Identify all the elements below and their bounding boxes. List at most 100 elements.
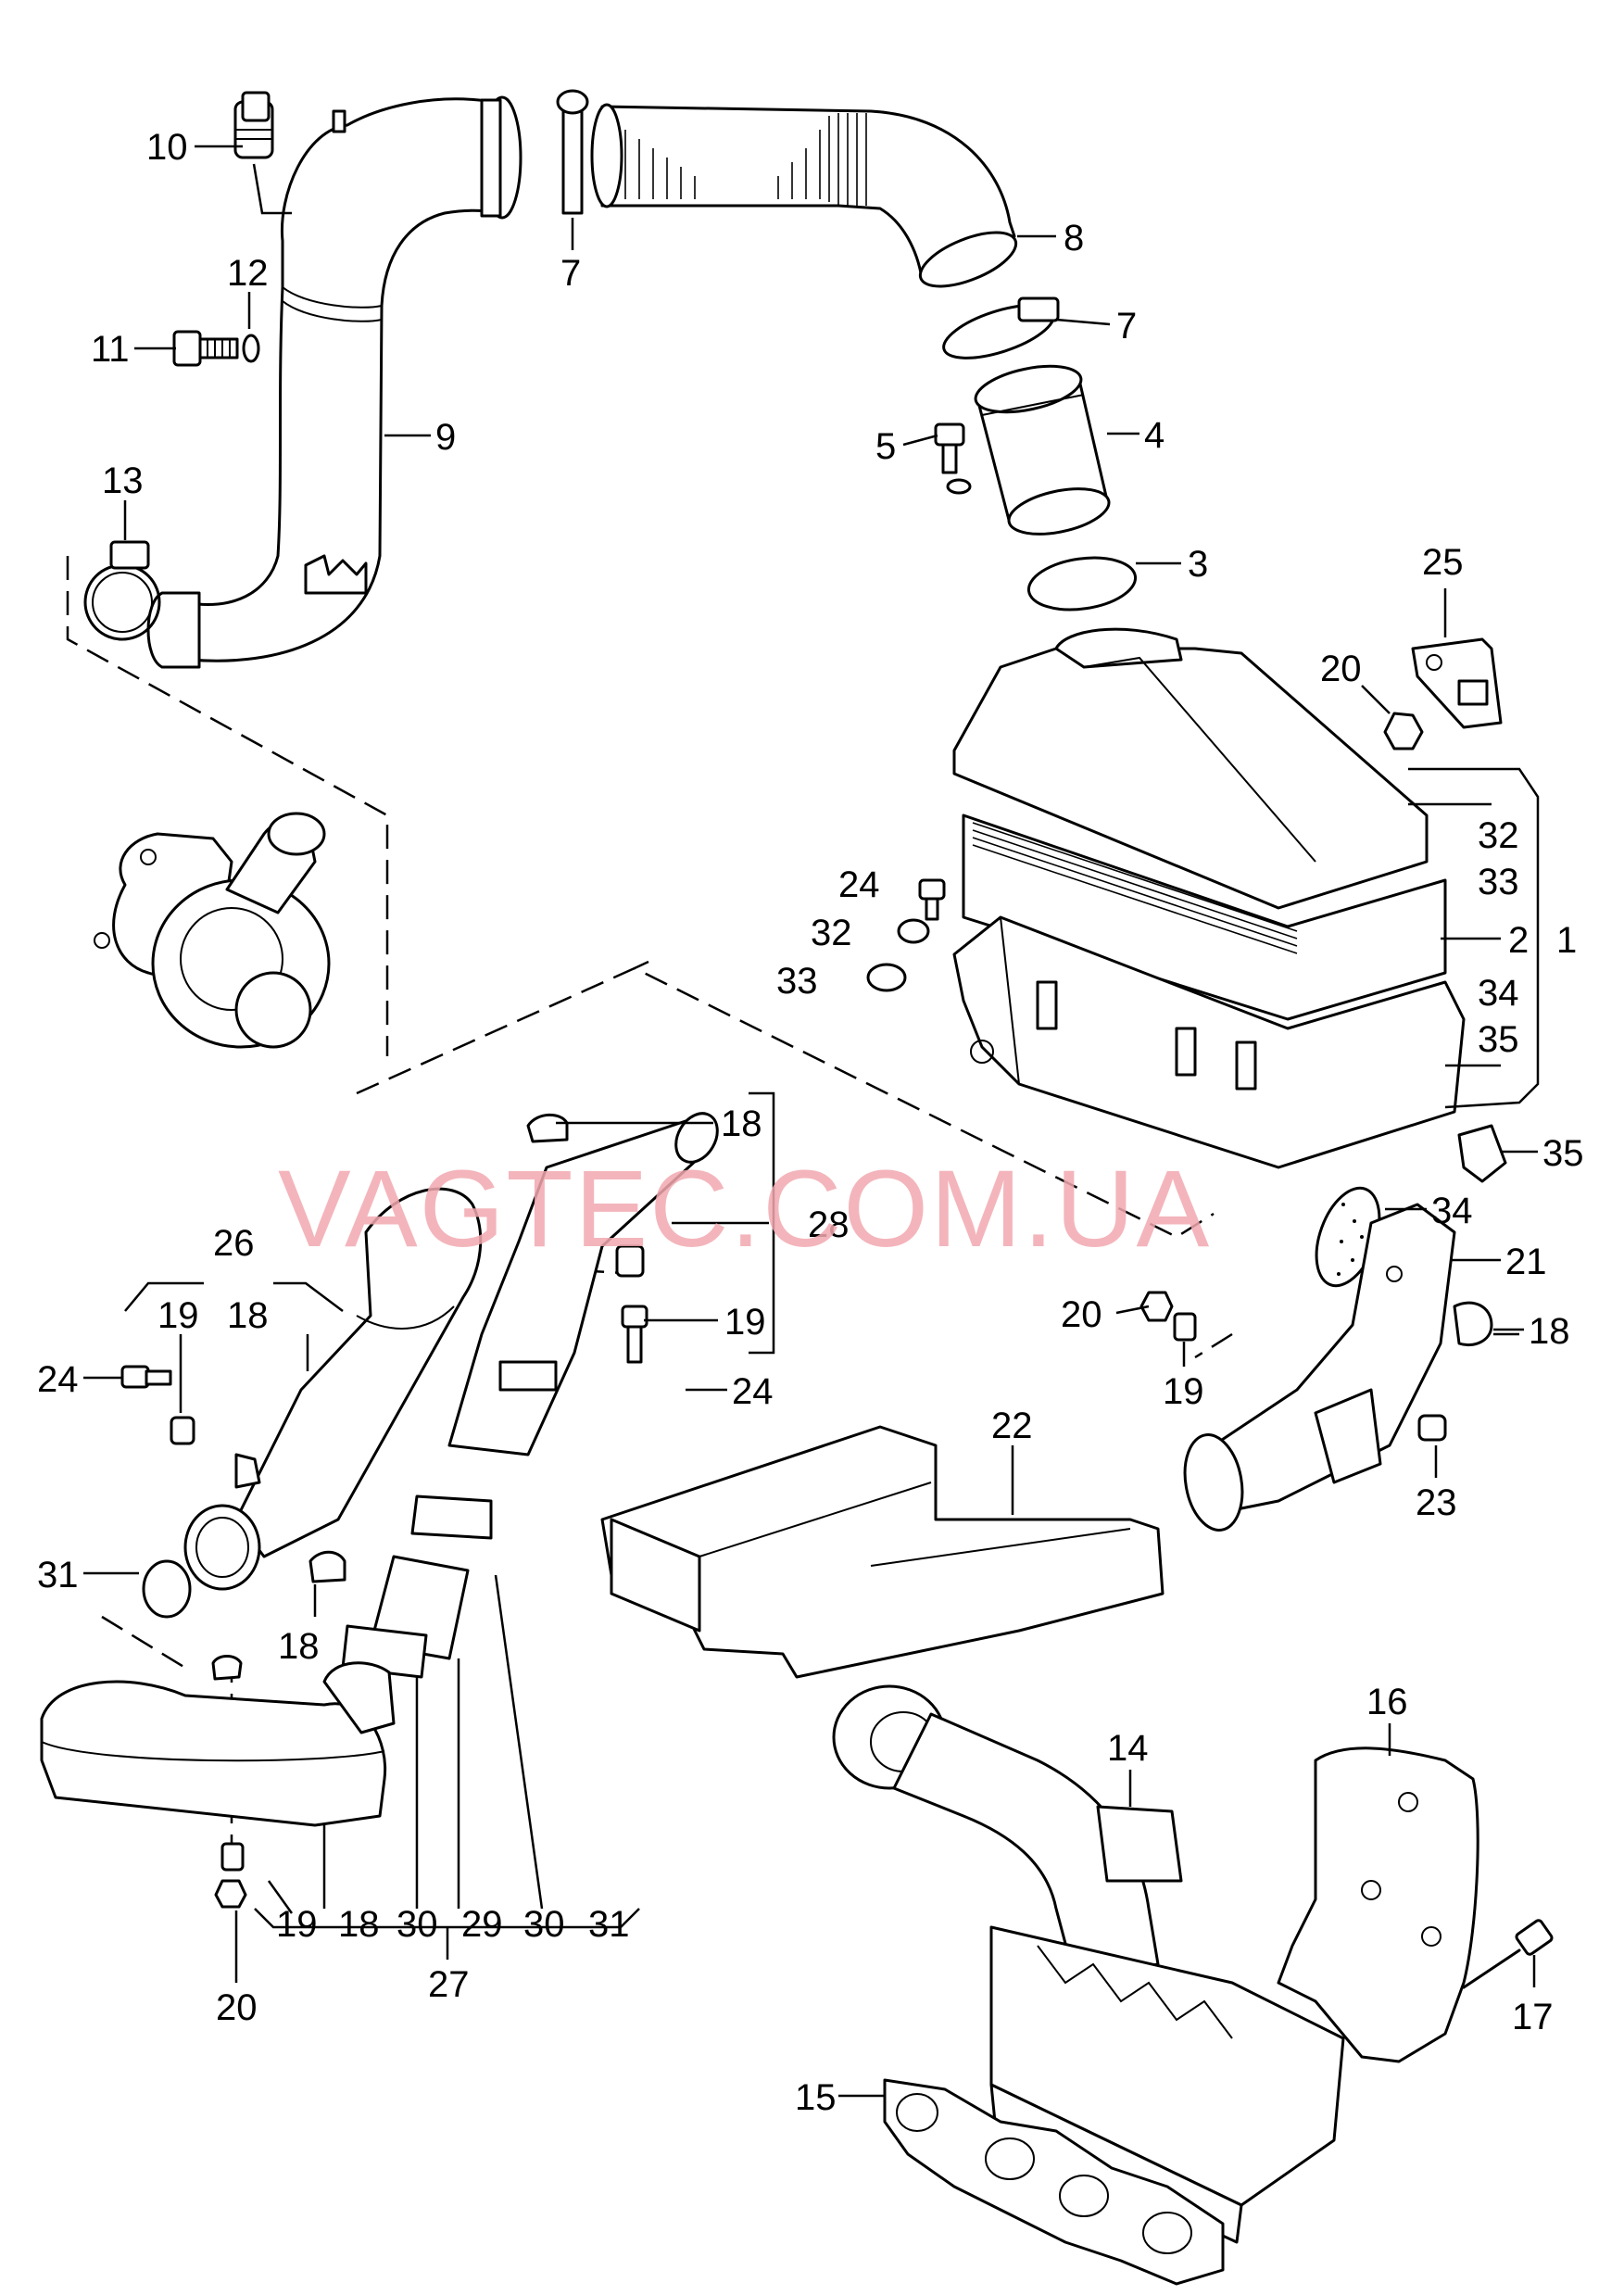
air-duct-22 bbox=[600, 1425, 1164, 1679]
callout-7-lower: 7 bbox=[1116, 306, 1137, 347]
intake-hose-8 bbox=[590, 103, 1018, 288]
callout-4: 4 bbox=[1144, 415, 1164, 456]
charge-air-hose-9 bbox=[146, 95, 522, 669]
hose-clamp-13 bbox=[83, 540, 161, 641]
callout-24-upper: 24 bbox=[838, 864, 880, 905]
callout-31-bottom: 31 bbox=[588, 1904, 630, 1945]
callout-5: 5 bbox=[875, 426, 896, 467]
clamp-7-lower bbox=[942, 296, 1060, 359]
bushing-19-lower bbox=[220, 1842, 245, 1872]
o-ring-3 bbox=[1026, 556, 1138, 612]
grommet-33 bbox=[866, 963, 907, 992]
coupler-30-upper bbox=[410, 1494, 493, 1540]
callout-19-right: 19 bbox=[1163, 1371, 1204, 1412]
intake-pipe-28 bbox=[447, 1112, 719, 1456]
watermark: VAGTEC.COM.UA bbox=[278, 1148, 1211, 1270]
callout-19-bottom: 19 bbox=[276, 1904, 318, 1945]
callout-3: 3 bbox=[1188, 544, 1208, 585]
callout-20-upper: 20 bbox=[1320, 649, 1362, 689]
callout-10: 10 bbox=[146, 127, 188, 168]
callout-30-left: 30 bbox=[397, 1904, 438, 1945]
callout-18-bottom: 18 bbox=[338, 1904, 380, 1945]
callout-22: 22 bbox=[991, 1406, 1033, 1446]
callout-27: 27 bbox=[428, 1964, 470, 2005]
callout-35-right: 35 bbox=[1478, 1019, 1519, 1060]
hose-corrugation bbox=[611, 113, 867, 206]
bracket-25 bbox=[1411, 637, 1503, 729]
callout-labels: 10 12 11 9 13 7 8 7 5 4 3 25 20 32 33 2 … bbox=[37, 127, 1584, 2118]
sensor-10 bbox=[233, 91, 274, 159]
callout-24-left: 24 bbox=[37, 1359, 79, 1400]
callout-14: 14 bbox=[1107, 1728, 1149, 1769]
callout-19-top-left: 19 bbox=[157, 1295, 199, 1336]
grommet-18-lower bbox=[308, 1550, 346, 1583]
callout-16: 16 bbox=[1366, 1682, 1408, 1722]
callout-15: 15 bbox=[795, 2077, 837, 2118]
callout-20-middle: 20 bbox=[1061, 1294, 1102, 1335]
bolt-11 bbox=[172, 330, 239, 367]
callout-18-top-left: 18 bbox=[227, 1295, 269, 1336]
nut-20-lower bbox=[214, 1879, 247, 1909]
grommet-18-right bbox=[1453, 1301, 1493, 1347]
resonator-27 bbox=[40, 1655, 396, 1909]
callout-25: 25 bbox=[1422, 542, 1464, 583]
callout-31-left: 31 bbox=[37, 1555, 79, 1595]
bolt-17 bbox=[1462, 1919, 1554, 1989]
callout-33-right: 33 bbox=[1478, 862, 1519, 902]
bushing-19-middle bbox=[615, 1244, 645, 1278]
callout-2: 2 bbox=[1508, 920, 1529, 961]
callout-32-right: 32 bbox=[1478, 815, 1519, 856]
bolt-23 bbox=[1417, 1414, 1447, 1442]
turbocharger bbox=[94, 812, 331, 1049]
callout-35-lower: 35 bbox=[1542, 1133, 1584, 1174]
callout-11: 11 bbox=[91, 329, 130, 370]
air-mass-meter-4 bbox=[974, 364, 1111, 536]
bushing-19-left bbox=[170, 1416, 195, 1445]
callout-18-upper: 18 bbox=[721, 1103, 762, 1144]
screw-24-left bbox=[120, 1365, 172, 1389]
callout-21: 21 bbox=[1505, 1242, 1547, 1282]
grommet-18-upper bbox=[526, 1113, 569, 1143]
callout-34-lower: 34 bbox=[1431, 1191, 1473, 1231]
callout-30-right: 30 bbox=[523, 1904, 565, 1945]
heat-shield-16 bbox=[1277, 1746, 1479, 2063]
callout-17: 17 bbox=[1512, 1997, 1554, 2037]
callout-34-right: 34 bbox=[1478, 973, 1519, 1014]
callout-24-middle: 24 bbox=[732, 1371, 774, 1412]
nut-20-upper bbox=[1383, 712, 1424, 750]
callout-12: 12 bbox=[227, 253, 269, 294]
callout-32-left: 32 bbox=[811, 913, 852, 953]
manifold-gasket-15 bbox=[883, 2078, 1225, 2286]
callout-19-middle: 19 bbox=[724, 1302, 766, 1343]
callout-18-right: 18 bbox=[1529, 1311, 1570, 1352]
callout-29: 29 bbox=[461, 1904, 503, 1945]
leader-lines bbox=[83, 145, 1540, 2098]
callout-13: 13 bbox=[102, 460, 144, 501]
intake-duct-21 bbox=[1183, 1203, 1456, 1532]
washer-32 bbox=[897, 918, 930, 944]
seal-34-texture bbox=[1337, 1203, 1364, 1276]
bushing-19-right bbox=[1173, 1312, 1197, 1342]
intake-pipe-26 bbox=[183, 1187, 483, 1591]
rubber-mount-35 bbox=[1457, 1124, 1507, 1183]
callout-7-upper: 7 bbox=[560, 253, 581, 294]
callout-28: 28 bbox=[808, 1204, 850, 1245]
callout-33-left: 33 bbox=[776, 961, 818, 1002]
callout-26: 26 bbox=[213, 1223, 255, 1264]
nut-20-middle bbox=[1139, 1291, 1174, 1322]
callout-1: 1 bbox=[1556, 920, 1577, 961]
filter-pleats bbox=[972, 822, 1298, 954]
screw-24-middle bbox=[621, 1305, 648, 1364]
clamp-7-upper bbox=[556, 89, 589, 215]
callout-9: 9 bbox=[435, 417, 456, 458]
screw-5 bbox=[934, 422, 972, 495]
callout-8: 8 bbox=[1064, 218, 1084, 259]
callout-23: 23 bbox=[1416, 1482, 1457, 1523]
washer-12 bbox=[242, 334, 260, 363]
air-filter-housing-1 bbox=[952, 627, 1466, 1169]
callout-20-bottom: 20 bbox=[216, 1987, 258, 2028]
screw-24-upper bbox=[918, 878, 946, 921]
o-ring-31 bbox=[142, 1559, 192, 1619]
callout-18-lower: 18 bbox=[278, 1626, 320, 1667]
